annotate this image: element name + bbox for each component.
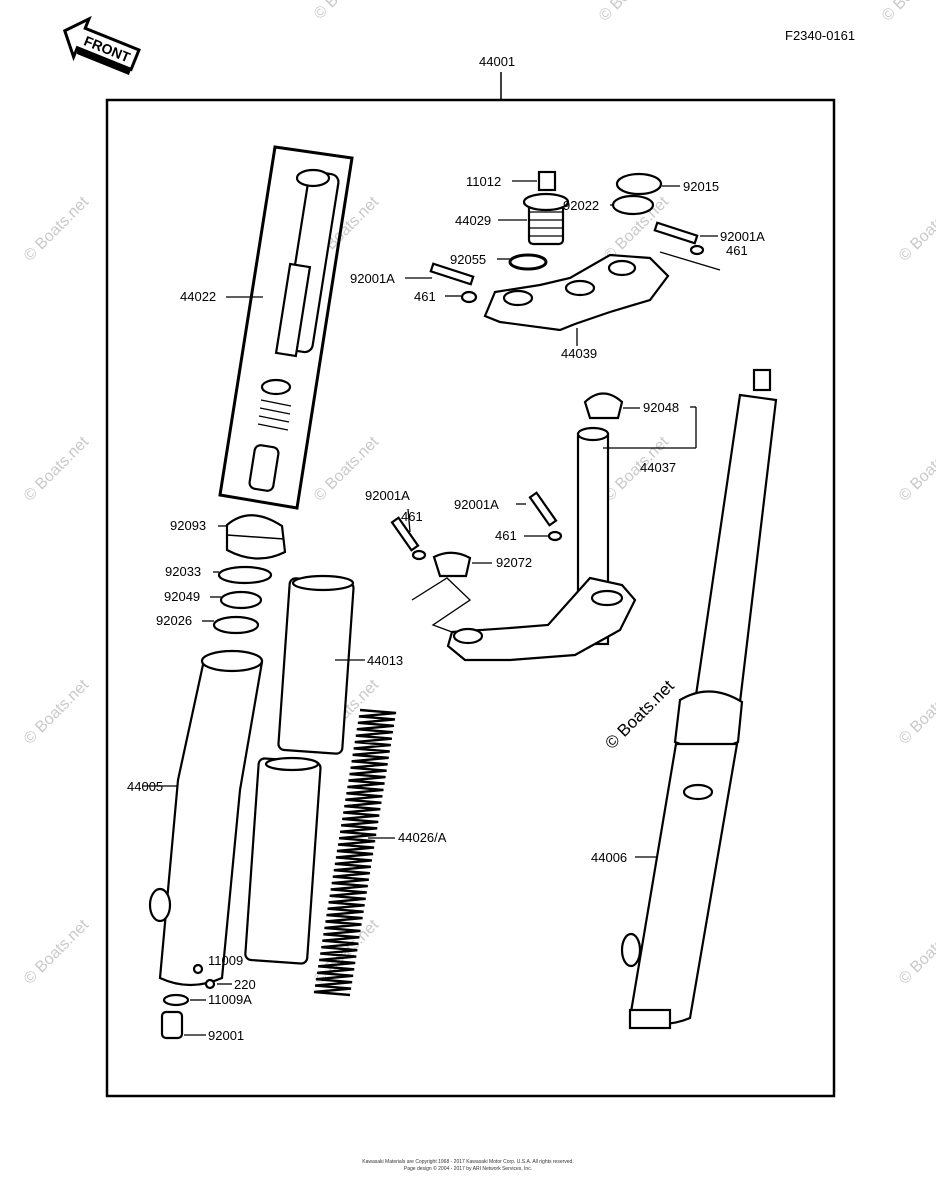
callout-92048: 92048 [643, 400, 679, 415]
watermark: © Boats.net [21, 433, 93, 505]
callout-92001a: 92001A [720, 229, 765, 244]
callout-461: 461 [414, 289, 436, 304]
callout-461: 461 [726, 243, 748, 258]
fork-spring-44026a [313, 708, 397, 997]
callout-44039: 44039 [561, 346, 597, 361]
callout-labels: 11012 44029 92015 92022 92001A 461 92055… [127, 174, 765, 1043]
callout-44029: 44029 [455, 213, 491, 228]
watermark: © Boats.net [21, 676, 93, 748]
callout-44005: 44005 [127, 779, 163, 794]
fork-tube-44013 [244, 574, 365, 965]
watermark: © Boats.net [896, 676, 936, 748]
callout-11009a: 11009A [208, 992, 252, 1007]
reference-code: F2340-0161 [785, 28, 855, 43]
fork-assembly-right-44006 [620, 368, 778, 1030]
watermark: © Boats.net [311, 0, 383, 23]
callout-92072: 92072 [496, 555, 532, 570]
steering-stem-head-parts [405, 170, 721, 346]
assembly-frame [105, 98, 836, 1098]
watermark: © Boats.net [21, 193, 93, 265]
callout-461: 461 [495, 528, 517, 543]
callout-92055: 92055 [450, 252, 486, 267]
front-arrow-icon: FRONT [62, 15, 141, 75]
callout-220: 220 [234, 977, 256, 992]
callout-92001a: 92001A [365, 488, 410, 503]
callout-92093: 92093 [170, 518, 206, 533]
copyright-line-1: Kawasaki Materials are Copyright 1968 - … [362, 1159, 573, 1165]
callout-92049: 92049 [164, 589, 200, 604]
left-fork-seals [202, 514, 287, 635]
callout-461: 461 [401, 509, 423, 524]
callout-92001a: 92001A [454, 497, 499, 512]
callout-44037: 44037 [640, 460, 676, 475]
callout-44006: 44006 [591, 850, 627, 865]
watermark-layer: © Boats.net © Boats.net © Boats.net © Bo… [21, 0, 936, 988]
watermark: © Boats.net [21, 916, 93, 988]
callout-11009: 11009 [208, 953, 243, 968]
callout-44013: 44013 [367, 653, 403, 668]
watermark: © Boats.net [879, 0, 936, 25]
watermark-dark: © Boats.net [601, 676, 678, 753]
watermark: © Boats.net [896, 193, 936, 265]
watermark: © Boats.net [896, 916, 936, 988]
leader-lines [226, 296, 526, 533]
callout-44022: 44022 [180, 289, 216, 304]
watermark: © Boats.net [596, 0, 668, 25]
callout-92001a: 92001A [350, 271, 395, 286]
copyright-line-2: Page design © 2004 - 2017 by ARI Network… [404, 1165, 532, 1172]
steering-stem-44037 [390, 392, 697, 662]
assembly-label: 44001 [479, 54, 515, 69]
fork-inner-kit-44022 [218, 145, 354, 510]
callout-92026: 92026 [156, 613, 192, 628]
callout-44026a: 44026/A [398, 830, 447, 845]
callout-92001: 92001 [208, 1028, 244, 1043]
callout-92022: 92022 [563, 198, 599, 213]
watermark: © Boats.net [896, 433, 936, 505]
callout-92015: 92015 [683, 179, 719, 194]
callout-11012: 11012 [466, 174, 501, 189]
outer-tube-left-44005 [142, 649, 264, 1040]
callout-92033: 92033 [165, 564, 201, 579]
